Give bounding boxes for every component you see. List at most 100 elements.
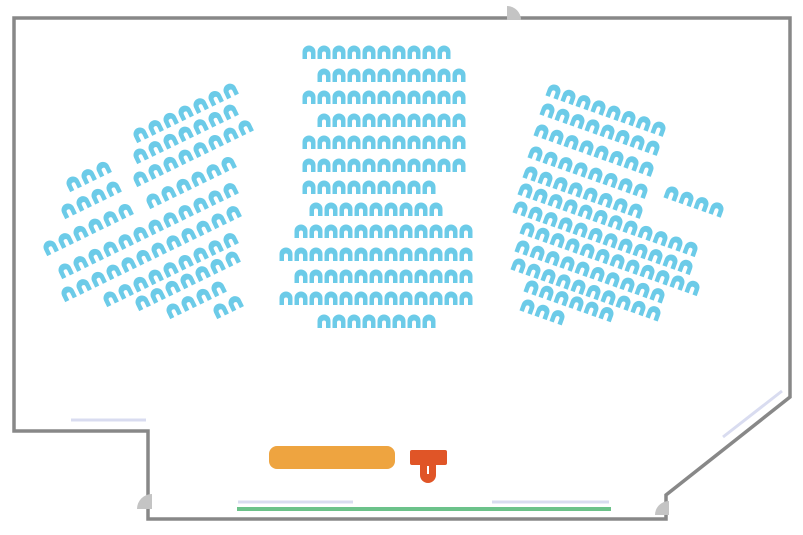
seat-icon[interactable] (597, 191, 614, 209)
seat-icon[interactable] (545, 83, 562, 100)
seat-icon[interactable] (223, 250, 241, 268)
seat-icon[interactable] (452, 113, 466, 128)
seat-icon[interactable] (540, 267, 557, 285)
seat-icon[interactable] (116, 202, 134, 220)
seat-icon[interactable] (317, 158, 331, 173)
seat-icon[interactable] (279, 291, 293, 306)
seat-icon[interactable] (347, 113, 361, 128)
seat-icon[interactable] (584, 118, 601, 135)
seat-icon[interactable] (347, 158, 361, 173)
door-bottom-right-icon[interactable] (655, 501, 669, 515)
seat-icon[interactable] (64, 174, 82, 193)
seat-icon[interactable] (452, 135, 466, 150)
seat-icon[interactable] (317, 135, 331, 150)
seat-icon[interactable] (309, 291, 323, 306)
seat-icon[interactable] (437, 90, 451, 105)
seat-icon[interactable] (414, 247, 428, 262)
seat-icon[interactable] (148, 286, 166, 304)
seat-icon[interactable] (146, 139, 164, 157)
seat-icon[interactable] (605, 104, 622, 122)
seat-icon[interactable] (589, 265, 606, 283)
seat-icon[interactable] (377, 90, 391, 105)
seat-icon[interactable] (377, 45, 391, 60)
seat-icon[interactable] (211, 301, 229, 320)
seat-icon[interactable] (654, 268, 671, 286)
seat-icon[interactable] (309, 202, 323, 217)
seat-icon[interactable] (146, 218, 164, 236)
seat-icon[interactable] (176, 147, 194, 166)
seat-icon[interactable] (444, 291, 458, 306)
seat-icon[interactable] (131, 125, 149, 144)
seat-icon[interactable] (116, 232, 134, 250)
seat-icon[interactable] (538, 284, 555, 302)
seat-icon[interactable] (176, 124, 194, 143)
seat-icon[interactable] (119, 255, 137, 273)
seat-icon[interactable] (624, 258, 641, 275)
seat-icon[interactable] (632, 242, 649, 260)
seat-icon[interactable] (568, 295, 585, 312)
seat-icon[interactable] (309, 269, 323, 284)
seat-icon[interactable] (669, 274, 686, 291)
seat-icon[interactable] (677, 258, 694, 276)
seat-icon[interactable] (163, 279, 181, 297)
seat-icon[interactable] (324, 224, 338, 239)
seat-icon[interactable] (437, 135, 451, 150)
seat-icon[interactable] (693, 195, 710, 213)
seat-icon[interactable] (209, 279, 227, 298)
seat-icon[interactable] (347, 68, 361, 83)
seat-icon[interactable] (332, 314, 346, 329)
seat-icon[interactable] (332, 135, 346, 150)
seat-icon[interactable] (339, 269, 353, 284)
seat-icon[interactable] (369, 247, 383, 262)
seat-icon[interactable] (221, 103, 239, 121)
seat-icon[interactable] (294, 291, 308, 306)
seat-icon[interactable] (317, 314, 331, 329)
seat-icon[interactable] (422, 135, 436, 150)
seat-icon[interactable] (377, 68, 391, 83)
seat-icon[interactable] (377, 180, 391, 195)
seat-icon[interactable] (206, 238, 224, 257)
seat-icon[interactable] (523, 279, 540, 296)
seat-icon[interactable] (682, 240, 699, 258)
seat-icon[interactable] (59, 201, 77, 220)
seat-icon[interactable] (56, 261, 74, 280)
seat-icon[interactable] (144, 191, 162, 210)
seat-icon[interactable] (429, 224, 443, 239)
seat-icon[interactable] (362, 68, 376, 83)
seat-icon[interactable] (224, 204, 242, 222)
seat-icon[interactable] (133, 293, 151, 312)
seat-icon[interactable] (302, 90, 316, 105)
seat-icon[interactable] (206, 110, 224, 128)
seat-icon[interactable] (176, 103, 194, 122)
seat-icon[interactable] (650, 120, 667, 137)
seat-icon[interactable] (399, 224, 413, 239)
seat-icon[interactable] (645, 304, 662, 322)
seat-icon[interactable] (407, 135, 421, 150)
seat-icon[interactable] (332, 158, 346, 173)
seat-icon[interactable] (617, 176, 634, 194)
seat-icon[interactable] (522, 165, 539, 182)
seat-icon[interactable] (41, 238, 59, 257)
seat-icon[interactable] (324, 291, 338, 306)
seat-icon[interactable] (579, 242, 596, 260)
seat-icon[interactable] (407, 180, 421, 195)
seat-icon[interactable] (339, 202, 353, 217)
seat-icon[interactable] (602, 231, 619, 249)
seat-icon[interactable] (362, 113, 376, 128)
seat-icon[interactable] (164, 233, 182, 252)
seat-icon[interactable] (104, 179, 122, 198)
seat-icon[interactable] (632, 182, 649, 199)
seat-icon[interactable] (399, 247, 413, 262)
seat-icon[interactable] (422, 68, 436, 83)
seat-icon[interactable] (74, 277, 92, 295)
seat-icon[interactable] (362, 180, 376, 195)
seat-icon[interactable] (384, 224, 398, 239)
seat-icon[interactable] (539, 102, 556, 119)
seat-icon[interactable] (94, 160, 112, 178)
seat-icon[interactable] (459, 269, 473, 284)
seat-icon[interactable] (547, 192, 564, 210)
seat-icon[interactable] (369, 291, 383, 306)
seat-icon[interactable] (570, 278, 587, 296)
seat-icon[interactable] (101, 239, 119, 258)
seat-icon[interactable] (302, 180, 316, 195)
